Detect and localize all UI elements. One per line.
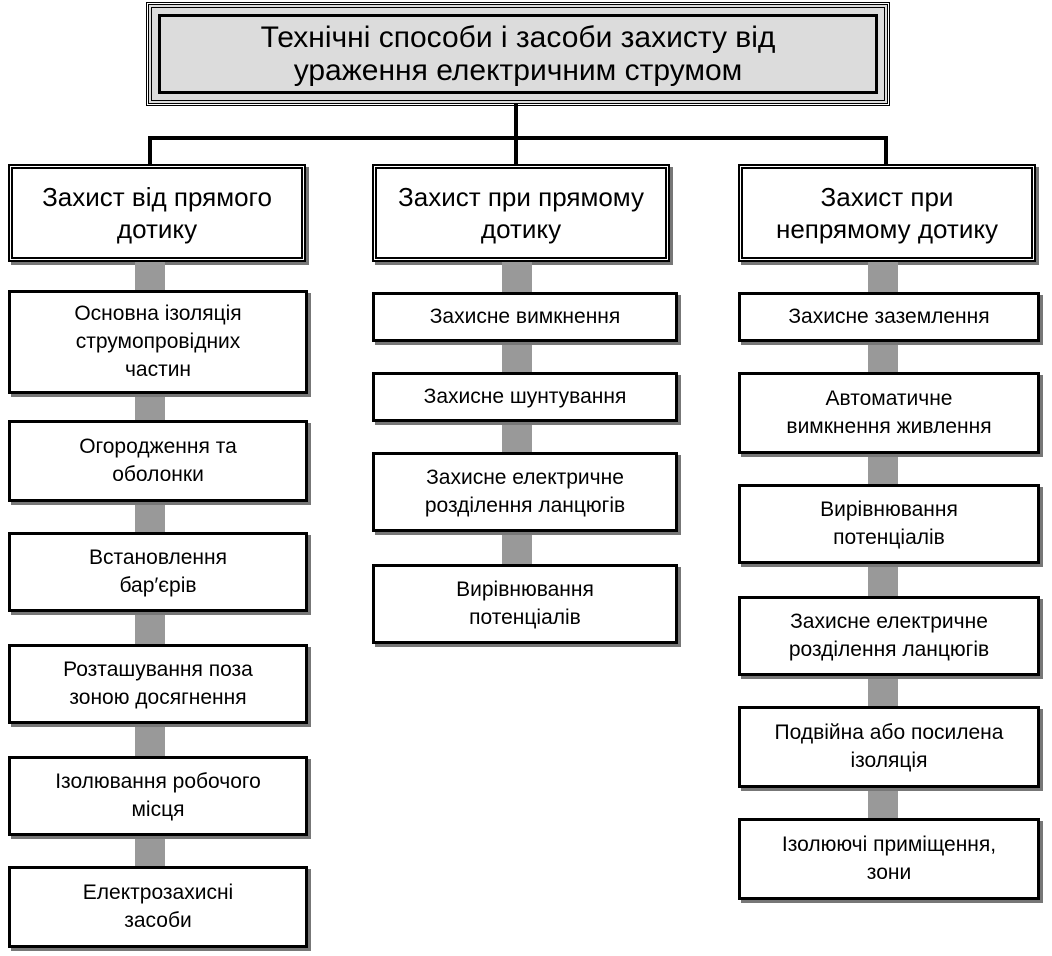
item-insulating-rooms: Ізолюючі приміщення, зони — [738, 818, 1040, 900]
item-text-line: розділення ланцюгів — [424, 494, 626, 517]
item-text-line: Захисне електричне — [426, 466, 624, 489]
column-1-connector — [135, 502, 165, 532]
item-text-line: Електрозахисні — [82, 881, 234, 904]
item-text-line: бар′єрів — [119, 574, 197, 597]
item-text-line: ізоляція — [850, 749, 928, 772]
item-text-line: місця — [131, 798, 185, 821]
column-1-connector — [135, 394, 165, 420]
branch-connector-middle — [514, 136, 518, 164]
item-text-line: Ізолюючі приміщення, — [781, 833, 997, 856]
item-text-line: Вирівнювання — [820, 498, 958, 521]
item-barriers: Встановлення бар′єрів — [8, 532, 308, 612]
item-electrical-separation: Захисне електричне розділення ланцюгів — [372, 452, 678, 532]
category-at-direct-contact: Захист при прямому дотику — [372, 164, 670, 262]
column-2-connector — [502, 262, 532, 292]
item-text-line: Захисне вимкнення — [429, 305, 621, 328]
item-potential-equalization: Вирівнювання потенціалів — [738, 484, 1040, 564]
item-text-line: Встановлення — [88, 546, 228, 569]
item-text-line: зони — [866, 861, 912, 884]
item-text-line: вимкнення живлення — [786, 415, 992, 438]
category-title-line: непрямому дотику — [775, 214, 999, 244]
column-1-connector — [135, 262, 165, 290]
item-text-line: Подвійна або посилена — [774, 721, 1004, 744]
category-title-line: Захист при — [820, 182, 954, 212]
column-2-connector — [502, 342, 532, 372]
column-3-connector — [868, 564, 898, 596]
item-text-line: розділення ланцюгів — [788, 638, 990, 661]
category-direct-contact: Захист від прямого дотику — [8, 164, 306, 262]
column-3-connector — [868, 262, 898, 292]
item-enclosures: Огородження та оболонки — [8, 420, 308, 502]
item-text-line: Вирівнювання — [456, 578, 594, 601]
item-text-line: зоною досягнення — [69, 686, 247, 709]
item-text-line: оболонки — [112, 463, 204, 486]
item-workplace-insulation: Ізолювання робочого місця — [8, 756, 308, 836]
category-title-line: дотику — [480, 214, 562, 244]
column-1-connector — [135, 724, 165, 756]
item-text-line: засоби — [124, 909, 192, 932]
root-node: Технічні способи і засоби захисту від ур… — [146, 2, 890, 106]
branch-connector-right — [884, 136, 888, 164]
column-3-connector — [868, 676, 898, 706]
category-title-line: дотику — [116, 214, 198, 244]
item-text-line: Основна ізоляція — [74, 302, 242, 325]
item-potential-equalization: Вирівнювання потенціалів — [372, 564, 678, 644]
column-3-connector — [868, 454, 898, 484]
item-text-line: струмопровідних — [75, 330, 241, 353]
item-text-line: Огородження та — [79, 435, 237, 458]
category-indirect-contact: Захист при непрямому дотику — [738, 164, 1036, 262]
root-node-frame: Технічні способи і засоби захисту від ур… — [158, 14, 878, 94]
column-3-connector — [868, 342, 898, 372]
column-1-connector — [135, 836, 165, 866]
item-protective-shunting: Захисне шунтування — [372, 372, 678, 422]
item-text-line: Ізолювання робочого — [55, 770, 261, 793]
item-text-line: Розташування поза — [63, 658, 253, 681]
item-text-line: Автоматичне — [825, 387, 953, 410]
root-title-line-1: Технічні способи і засоби захисту від — [260, 21, 776, 54]
item-protective-grounding: Захисне заземлення — [738, 292, 1040, 342]
item-automatic-disconnection: Автоматичне вимкнення живлення — [738, 372, 1040, 454]
root-connector-vertical — [514, 104, 518, 138]
item-text-line: Захисне шунтування — [423, 385, 627, 408]
item-text-line: потенціалів — [833, 526, 945, 549]
item-double-insulation: Подвійна або посилена ізоляція — [738, 706, 1040, 788]
branch-connector-left — [148, 136, 152, 164]
column-2-connector — [502, 532, 532, 564]
branch-connector-horizontal — [148, 136, 888, 140]
item-text-line: частин — [124, 358, 192, 381]
column-2-connector — [502, 422, 532, 452]
category-title-line: Захист від прямого — [42, 182, 272, 212]
item-text-line: Захисне електричне — [790, 610, 988, 633]
item-text-line: потенціалів — [469, 606, 581, 629]
root-title-line-2: ураження електричним струмом — [293, 54, 743, 87]
item-basic-insulation: Основна ізоляція струмопровідних частин — [8, 290, 308, 394]
item-out-of-reach: Розташування поза зоною досягнення — [8, 644, 308, 724]
item-protective-shutdown: Захисне вимкнення — [372, 292, 678, 342]
item-text-line: Захисне заземлення — [788, 305, 990, 328]
category-title-line: Захист при прямому — [398, 182, 644, 212]
column-3-connector — [868, 788, 898, 818]
column-1-connector — [135, 612, 165, 644]
item-electrical-separation: Захисне електричне розділення ланцюгів — [738, 596, 1040, 676]
item-protective-means: Електрозахисні засоби — [8, 866, 308, 948]
